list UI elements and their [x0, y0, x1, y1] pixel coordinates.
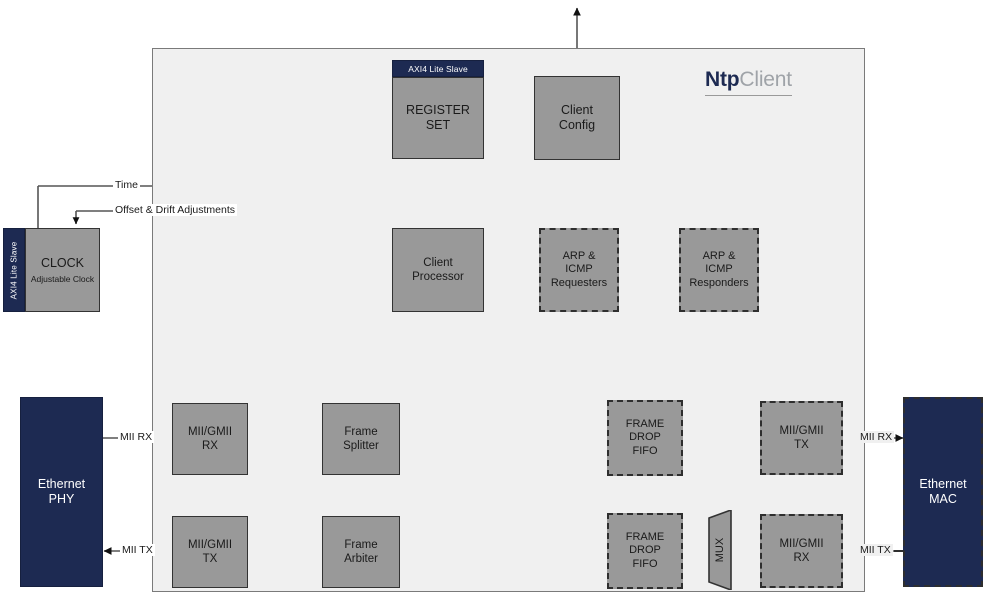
client-processor-label-line1: Client [423, 256, 453, 269]
mii-tx-right-label-line2: TX [794, 439, 809, 451]
logo-light-text: Client [739, 68, 792, 91]
ethernet-mac-label-line1: Ethernet [919, 476, 967, 491]
fifo-bottom-label-line3: FIFO [632, 557, 658, 570]
mii-rx-left-label-line2: RX [202, 440, 218, 452]
block-frame-drop-fifo-bottom[interactable]: FRAME DROP FIFO [607, 513, 683, 589]
arp-requesters-label-line2: ICMP [565, 263, 593, 276]
mii-rx-right-label-line2: RX [793, 552, 810, 564]
arp-requesters-label-line1: ARP & [562, 249, 596, 262]
register-set-label-line1: REGISTER [406, 102, 470, 117]
register-set-label-line2: SET [425, 118, 451, 132]
frame-arbiter-label-line2: Arbiter [344, 553, 378, 565]
mii-tx-left-label-line2: TX [202, 553, 218, 565]
wire-label-mii-rx-left: MII RX [118, 431, 155, 443]
ntpclient-container [152, 48, 865, 592]
arp-responders-label-line2: ICMP [705, 263, 733, 276]
wire-label-mii-tx-left: MII TX [120, 544, 155, 556]
block-mii-gmii-rx-left[interactable]: MII/GMII RX [172, 403, 248, 475]
ethernet-mac-label-line2: MAC [929, 492, 957, 506]
block-client-config[interactable]: Client Config [534, 76, 620, 160]
wire-label-mii-rx-right: MII RX [858, 431, 895, 443]
mii-rx-left-label-line1: MII/GMII [187, 425, 233, 438]
arp-requesters-label-line3: Requesters [550, 276, 608, 289]
ethernet-phy-label-line1: Ethernet [37, 476, 86, 491]
fifo-bottom-label-line1: FRAME [625, 530, 665, 543]
mii-rx-right-label-line1: MII/GMII [779, 537, 824, 550]
clock-axi-badge: AXI4 Lite Slave [3, 228, 25, 312]
block-mii-gmii-tx-right[interactable]: MII/GMII TX [760, 401, 843, 475]
client-config-label-line1: Client [561, 102, 593, 117]
mii-tx-left-label-line1: MII/GMII [187, 538, 233, 551]
logo-bold-text: Ntp [705, 68, 740, 91]
clock-label-line2: Adjustable Clock [30, 273, 95, 284]
block-ethernet-phy[interactable]: Ethernet PHY [20, 397, 103, 587]
block-ethernet-mac[interactable]: Ethernet MAC [903, 397, 983, 587]
block-mii-gmii-tx-left[interactable]: MII/GMII TX [172, 516, 248, 588]
block-register-set[interactable]: REGISTER SET [392, 77, 484, 159]
fifo-top-label-line3: FIFO [632, 444, 658, 457]
clock-label-line1: CLOCK [40, 255, 85, 270]
frame-splitter-label-line2: Splitter [343, 440, 379, 452]
arp-responders-label-line3: Responders [689, 276, 749, 289]
wire-label-time: Time [113, 179, 140, 191]
block-frame-arbiter[interactable]: Frame Arbiter [322, 516, 400, 588]
clock-axi-badge-label: AXI4 Lite Slave [9, 241, 19, 299]
mux-label-wrap: MUX [705, 510, 735, 590]
frame-splitter-label-line1: Frame [344, 425, 378, 438]
block-frame-drop-fifo-top[interactable]: FRAME DROP FIFO [607, 400, 683, 476]
fifo-top-label-line1: FRAME [625, 417, 665, 430]
ethernet-phy-label-line2: PHY [48, 492, 75, 506]
wire-label-mii-tx-right: MII TX [858, 544, 893, 556]
fifo-bottom-label-line2: DROP [629, 544, 661, 557]
block-clock[interactable]: CLOCK Adjustable Clock [25, 228, 100, 312]
block-mii-gmii-rx-right[interactable]: MII/GMII RX [760, 514, 843, 588]
block-mux[interactable]: MUX [705, 508, 735, 592]
frame-arbiter-label-line1: Frame [344, 538, 378, 551]
register-set-axi-badge-label: AXI4 Lite Slave [408, 63, 468, 74]
register-set-axi-badge: AXI4 Lite Slave [392, 60, 484, 77]
client-config-label-line2: Config [558, 118, 596, 132]
client-processor-label-line2: Processor [412, 271, 464, 283]
block-client-processor[interactable]: Client Processor [392, 228, 484, 312]
block-frame-splitter[interactable]: Frame Splitter [322, 403, 400, 475]
ntpclient-logo: NtpClient [705, 68, 792, 96]
block-arp-icmp-requesters[interactable]: ARP & ICMP Requesters [539, 228, 619, 312]
mux-label: MUX [713, 537, 726, 563]
mii-tx-right-label-line1: MII/GMII [779, 424, 824, 437]
wire-label-offset-drift: Offset & Drift Adjustments [113, 204, 238, 216]
arp-responders-label-line1: ARP & [702, 249, 736, 262]
block-arp-icmp-responders[interactable]: ARP & ICMP Responders [679, 228, 759, 312]
fifo-top-label-line2: DROP [629, 431, 661, 444]
